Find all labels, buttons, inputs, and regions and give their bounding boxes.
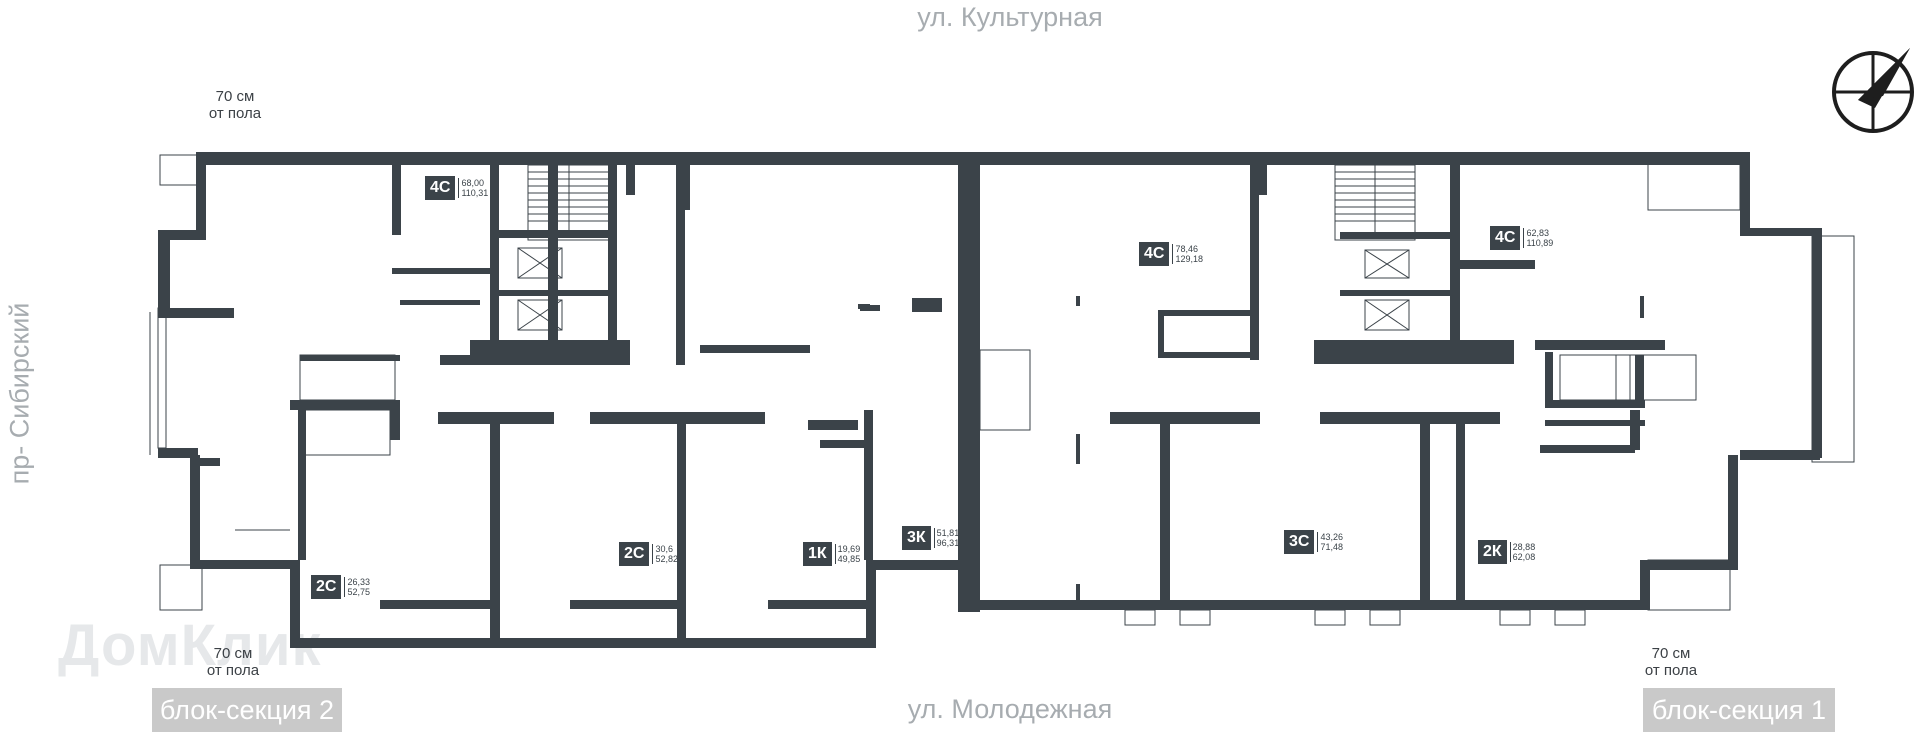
section-badge-right[interactable]: блок-секция 1 xyxy=(1643,688,1835,732)
watermark-logo: ДомКлик xyxy=(58,613,322,678)
apartment-type: 4С xyxy=(1139,242,1170,266)
apartment-type: 3С xyxy=(1284,530,1315,554)
apartment-type: 2К xyxy=(1478,540,1507,564)
apartment-type: 4С xyxy=(425,176,456,200)
street-label-bottom: ул. Молодежная xyxy=(907,694,1113,724)
apartment-type: 2С xyxy=(311,575,342,599)
apartment-type: 4С xyxy=(1490,226,1521,250)
compass-north-arrow-icon xyxy=(1832,48,1914,133)
apartment-type: 3К xyxy=(902,526,931,550)
apartment-type: 1К xyxy=(803,542,832,566)
section-badge-left[interactable]: блок-секция 2 xyxy=(152,688,342,732)
apartment-type: 2С xyxy=(619,542,650,566)
street-label-top: ул. Культурная xyxy=(917,2,1103,32)
